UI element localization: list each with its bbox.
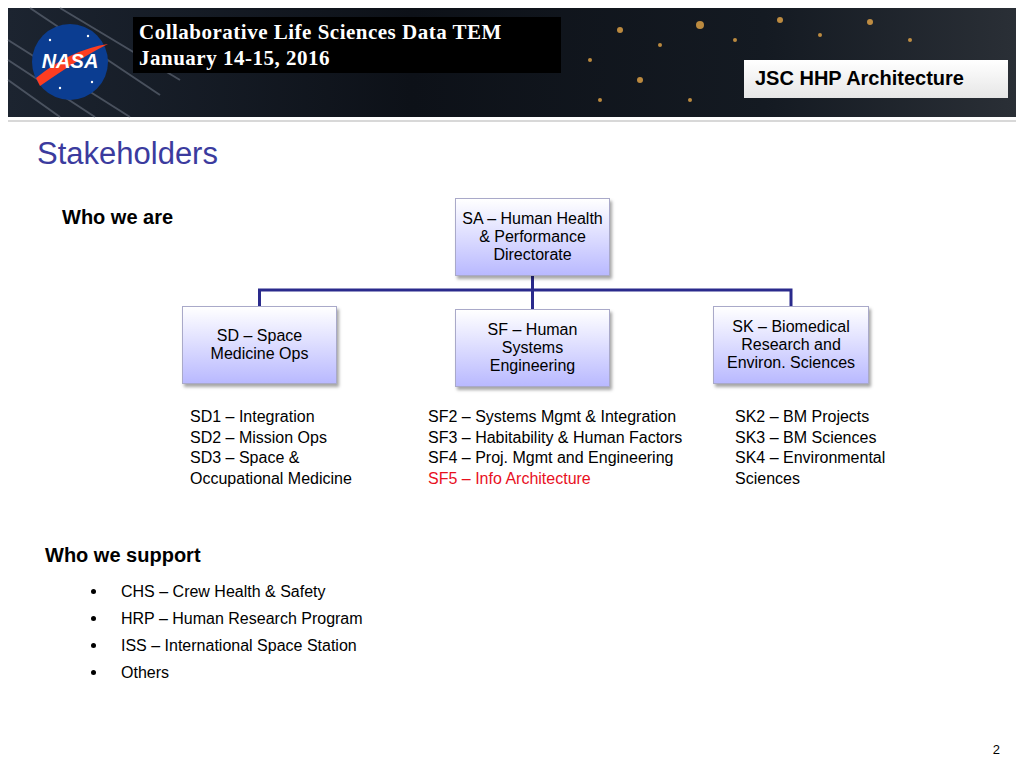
- star-dot: [49, 39, 51, 41]
- unit-name: SF5 – Info Architecture: [428, 469, 728, 490]
- box-label: SD – Space Medicine Ops: [187, 327, 332, 363]
- unit-name: SD3 – Space & Occupational Medicine: [190, 448, 370, 489]
- light-dot: [588, 58, 592, 62]
- subtitle: JSC HHP Architecture: [755, 67, 964, 90]
- light-dot: [598, 98, 602, 102]
- support-item: Others: [121, 659, 363, 686]
- org-box: SF – Human Systems Engineering: [455, 309, 610, 387]
- org-connector: [260, 276, 533, 306]
- unit-name: SK4 – Environmental Sciences: [735, 448, 907, 489]
- section-heading: Who we support: [45, 544, 201, 567]
- banner-ground: [8, 8, 1016, 117]
- box-text-group: SF – Human Systems Engineering: [460, 321, 605, 375]
- unit-list: SD1 – IntegrationSD2 – Mission OpsSD3 – …: [190, 407, 370, 489]
- header-box: [133, 17, 561, 73]
- unit-name: SF2 – Systems Mgmt & Integration: [428, 407, 728, 428]
- light-dot: [688, 98, 692, 102]
- light-dot: [696, 21, 704, 29]
- light-dot: [818, 33, 822, 37]
- light-dot: [777, 17, 783, 23]
- unit-list: SK2 – BM ProjectsSK3 – BM SciencesSK4 – …: [735, 407, 907, 489]
- star-dot: [91, 81, 93, 83]
- support-text: CHS – Crew Health & Safety: [121, 583, 326, 600]
- support-text: Others: [121, 664, 169, 681]
- unit-name: SF4 – Proj. Mgmt and Engineering: [428, 448, 728, 469]
- box-text-group: SA – Human Health & Performance Director…: [460, 210, 605, 264]
- star-dot: [59, 87, 61, 89]
- slide-title: Stakeholders: [37, 136, 218, 172]
- unit-name: SF3 – Habitability & Human Factors: [428, 428, 728, 449]
- light-dot: [617, 27, 623, 33]
- header-title: Collaborative Life Sciences Data TEM: [139, 20, 502, 45]
- support-text: ISS – International Space Station: [121, 637, 357, 654]
- unit-list: SF2 – Systems Mgmt & IntegrationSF3 – Ha…: [428, 407, 728, 489]
- banner-rule: [8, 120, 1016, 122]
- unit-name: SK2 – BM Projects: [735, 407, 907, 428]
- light-dot: [867, 19, 873, 25]
- support-item: ISS – International Space Station: [121, 632, 363, 659]
- unit-name: SD2 – Mission Ops: [190, 428, 370, 449]
- light-dot: [658, 43, 662, 47]
- org-connector: [533, 276, 792, 306]
- box-label: SF – Human Systems Engineering: [460, 321, 605, 375]
- section-heading: Who we are: [62, 206, 173, 229]
- box-label: SA – Human Health & Performance Director…: [460, 210, 605, 264]
- subtitle-band: [744, 60, 1008, 98]
- nasa-logo: [32, 24, 108, 100]
- logo-text: NASA: [32, 50, 108, 73]
- org-box: SK – Biomedical Research and Environ. Sc…: [713, 306, 869, 384]
- org-box: SD – Space Medicine Ops: [182, 306, 337, 384]
- light-dot: [908, 38, 912, 42]
- light-dot: [733, 38, 737, 42]
- support-item: HRP – Human Research Program: [121, 605, 363, 632]
- support-text: HRP – Human Research Program: [121, 610, 363, 627]
- support-item: CHS – Crew Health & Safety: [121, 578, 363, 605]
- star-dot: [87, 35, 89, 37]
- unit-name: SD1 – Integration: [190, 407, 370, 428]
- unit-name: SK3 – BM Sciences: [735, 428, 907, 449]
- box-label: SK – Biomedical Research and Environ. Sc…: [718, 318, 864, 372]
- box-text-group: SD – Space Medicine Ops: [187, 327, 332, 363]
- box-text-group: SK – Biomedical Research and Environ. Sc…: [718, 318, 864, 372]
- header-date: January 14-15, 2016: [139, 46, 330, 71]
- org-box: SA – Human Health & Performance Director…: [455, 198, 610, 276]
- page-number: 2: [960, 742, 1000, 757]
- support-list: CHS – Crew Health & SafetyHRP – Human Re…: [121, 578, 363, 686]
- light-dot: [637, 77, 643, 83]
